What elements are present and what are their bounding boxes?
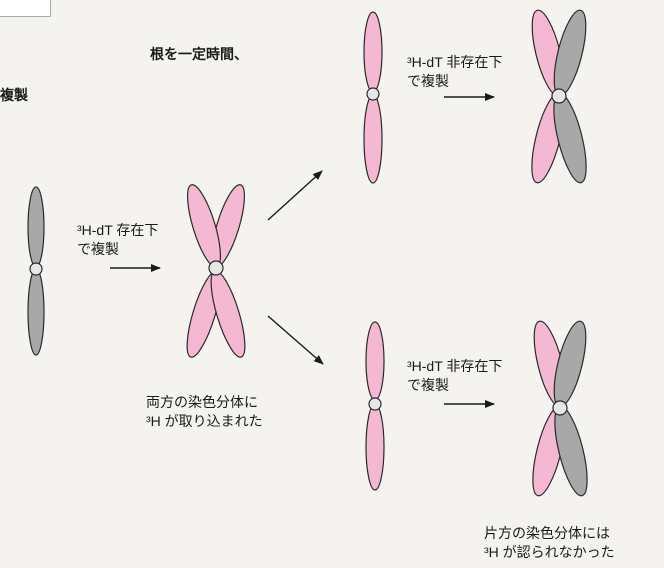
chromosome-unreplicated bbox=[28, 187, 44, 355]
chromosome-bottom-single bbox=[366, 322, 384, 490]
chromosome-bottom-replicated bbox=[526, 318, 594, 498]
arrow-branch-down bbox=[268, 316, 323, 364]
chromosome-top-replicated bbox=[525, 7, 593, 185]
chromosome-top-single bbox=[364, 12, 382, 183]
arrow-branch-up bbox=[268, 171, 322, 220]
chromosome-both-labeled bbox=[180, 182, 251, 361]
